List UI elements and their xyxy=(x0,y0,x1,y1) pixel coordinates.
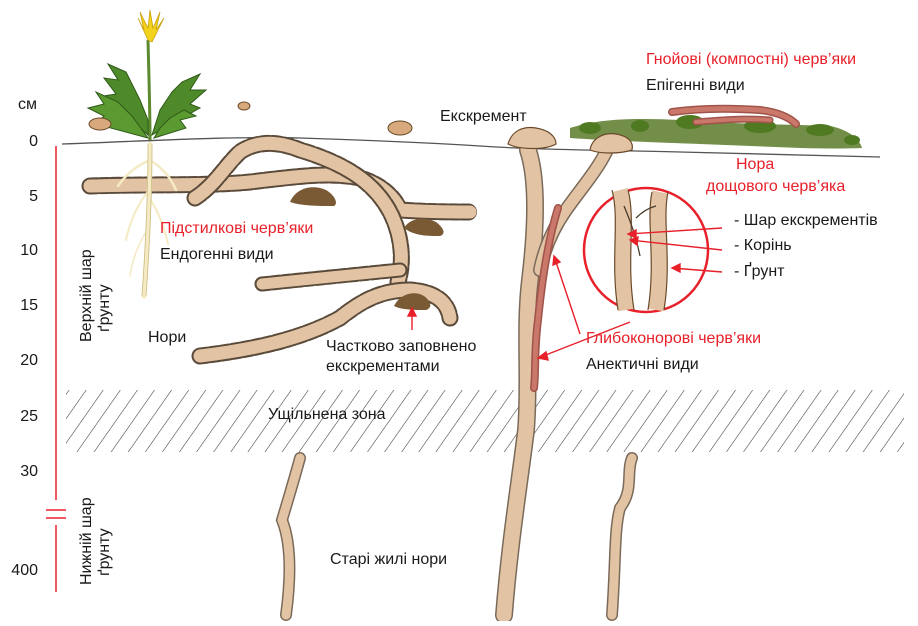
deep-worms-label: Глибоконорові черв’яки xyxy=(586,329,761,348)
inset-legend-item: - Корінь xyxy=(734,236,792,255)
excrement-label: Екскремент xyxy=(440,107,527,126)
compacted-zone-hatch xyxy=(66,390,904,452)
earthworm-burrow-label: Нора xyxy=(736,155,774,174)
depth-unit-label: см xyxy=(18,95,37,114)
depth-tick-label: 15 xyxy=(0,297,38,315)
depth-tick-label: 30 xyxy=(0,463,38,481)
depth-tick-label: 400 xyxy=(0,562,38,580)
filled-pocket xyxy=(290,187,336,206)
upper-soil-label: Верхній шар xyxy=(78,249,96,342)
lower-soil-label: ґрунту xyxy=(96,528,114,576)
inset-legend-item: - Ґрунт xyxy=(734,262,784,281)
earthworm-burrow-label: дощового черв’яка xyxy=(706,177,845,196)
depth-tick-label: 10 xyxy=(0,242,38,260)
depth-scale-bars xyxy=(46,146,66,592)
depth-tick-label: 5 xyxy=(0,188,38,206)
anecic-label: Анектичні види xyxy=(586,355,699,374)
compost-worms-label: Гнойові (компостні) черв’яки xyxy=(646,50,856,69)
partially-filled-label: екскрементами xyxy=(326,357,440,376)
upper-soil-label: ґрунту xyxy=(96,284,114,332)
depth-tick-label: 20 xyxy=(0,352,38,370)
depth-tick-label: 25 xyxy=(0,408,38,426)
compacted-zone-label: Ущільнена зона xyxy=(268,405,386,424)
epigeic-label: Епігенні види xyxy=(646,76,745,95)
old-burrows-label: Старі жилі нори xyxy=(330,550,447,569)
partially-filled-label: Частково заповнено xyxy=(326,337,476,356)
endogeic-label: Ендогенні види xyxy=(160,245,274,264)
burrows-label: Нори xyxy=(148,328,186,347)
filled-pocket xyxy=(404,219,443,236)
inset-circle xyxy=(584,188,708,312)
inset-legend-item: - Шар екскрементів xyxy=(734,211,878,230)
excrement-cast xyxy=(508,128,556,149)
litter-worms-label: Підстилкові черв’яки xyxy=(160,219,313,238)
depth-tick-label: 0 xyxy=(0,133,38,151)
lower-soil-label: Нижній шар xyxy=(78,497,96,585)
